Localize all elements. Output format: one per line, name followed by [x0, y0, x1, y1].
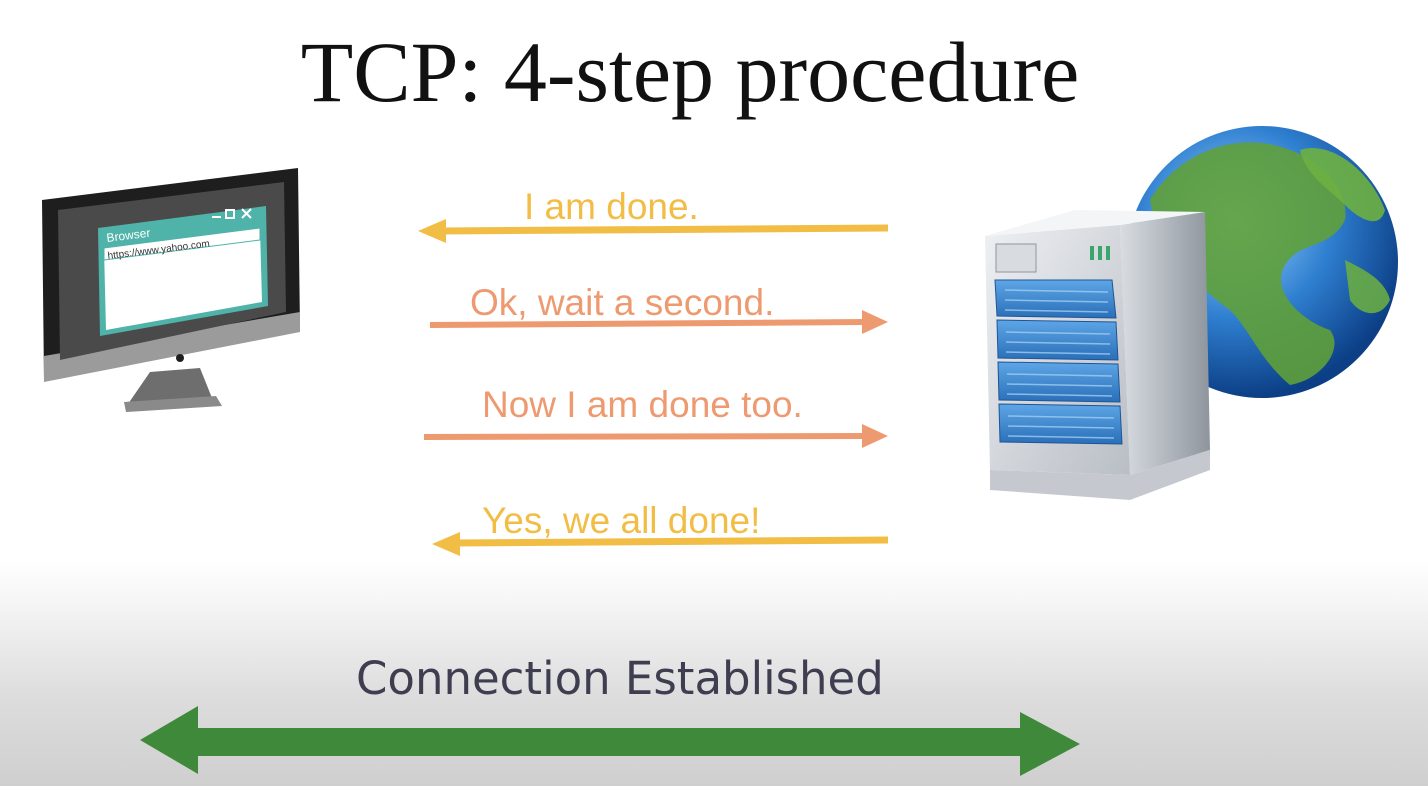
- message-arrow-2: [429, 310, 888, 334]
- message-arrow-4: [432, 532, 889, 556]
- message-label-2: Ok, wait a second.: [470, 282, 775, 323]
- message-label-3: Now I am done too.: [482, 384, 803, 425]
- message-label-4: Yes, we all done!: [482, 500, 761, 541]
- server-icon: [985, 210, 1210, 500]
- browser-title: Browser: [106, 226, 151, 245]
- client-monitor-icon: [42, 168, 300, 412]
- connection-label: Connection Established: [356, 652, 884, 705]
- connection-arrow: [140, 706, 1080, 776]
- message-label-1: I am done.: [524, 186, 699, 227]
- message-arrow-3: [423, 424, 888, 448]
- slide-title: TCP: 4-step procedure: [300, 24, 1080, 120]
- message-arrow-1: [418, 219, 889, 243]
